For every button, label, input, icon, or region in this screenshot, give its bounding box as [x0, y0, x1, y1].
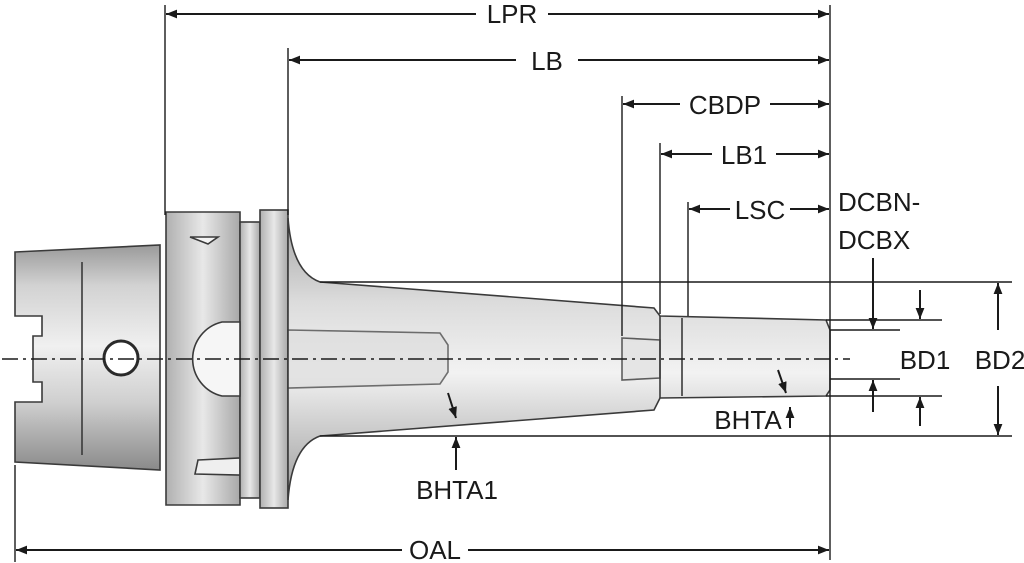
dimension-labels: LPR LB CBDP LB1 LSC DCBN- DCBX BD1 BD2 B…	[409, 0, 1024, 563]
collar-ring	[239, 221, 261, 499]
label-lb: LB	[531, 46, 563, 76]
label-bd1: BD1	[900, 345, 951, 375]
label-bd2: BD2	[975, 345, 1024, 375]
label-lsc: LSC	[735, 195, 786, 225]
label-cbdp: CBDP	[689, 90, 761, 120]
label-lpr: LPR	[487, 0, 538, 29]
dimension-lines	[16, 9, 1003, 555]
label-dcbn: DCBN-	[838, 187, 920, 217]
label-dcbx: DCBX	[838, 225, 910, 255]
coolant-hole	[102, 339, 140, 377]
label-oal: OAL	[409, 535, 461, 563]
extension-lines	[14, 5, 1012, 562]
label-lb1: LB1	[721, 140, 767, 170]
label-bhta: BHTA	[714, 405, 782, 435]
label-bhta1: BHTA1	[416, 475, 498, 505]
hsk-shank	[14, 244, 161, 471]
